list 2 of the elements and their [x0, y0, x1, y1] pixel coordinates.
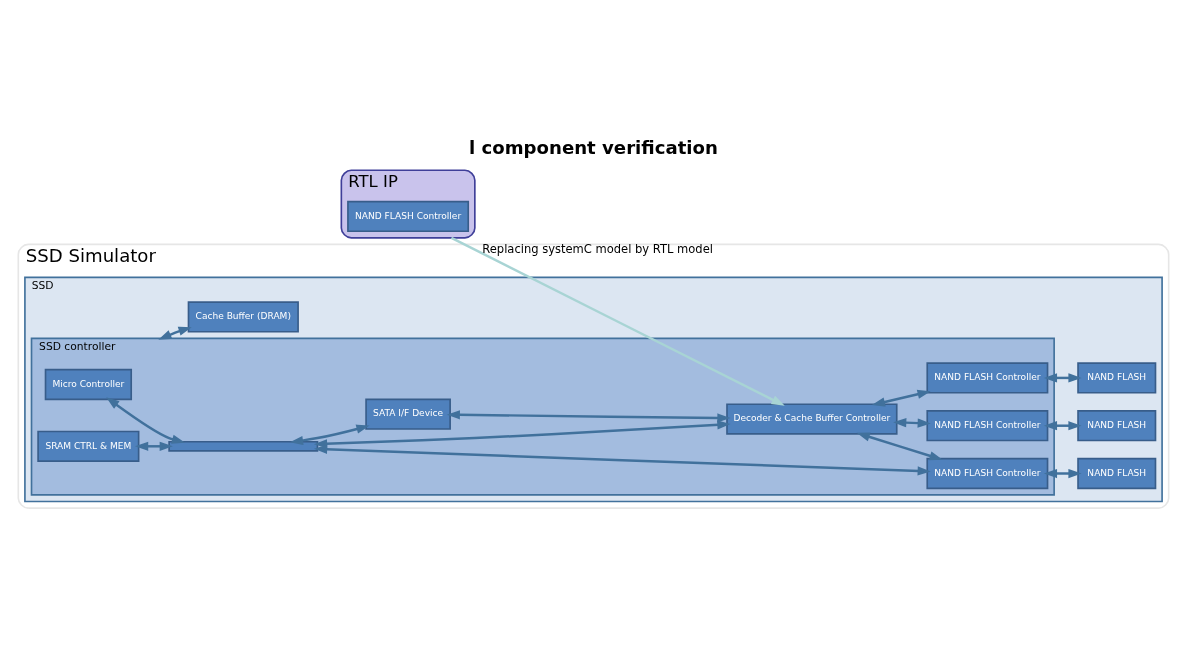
edge-label: Replacing systemC model by RTL model: [482, 241, 713, 256]
diagram-title: l component verification: [469, 137, 718, 159]
